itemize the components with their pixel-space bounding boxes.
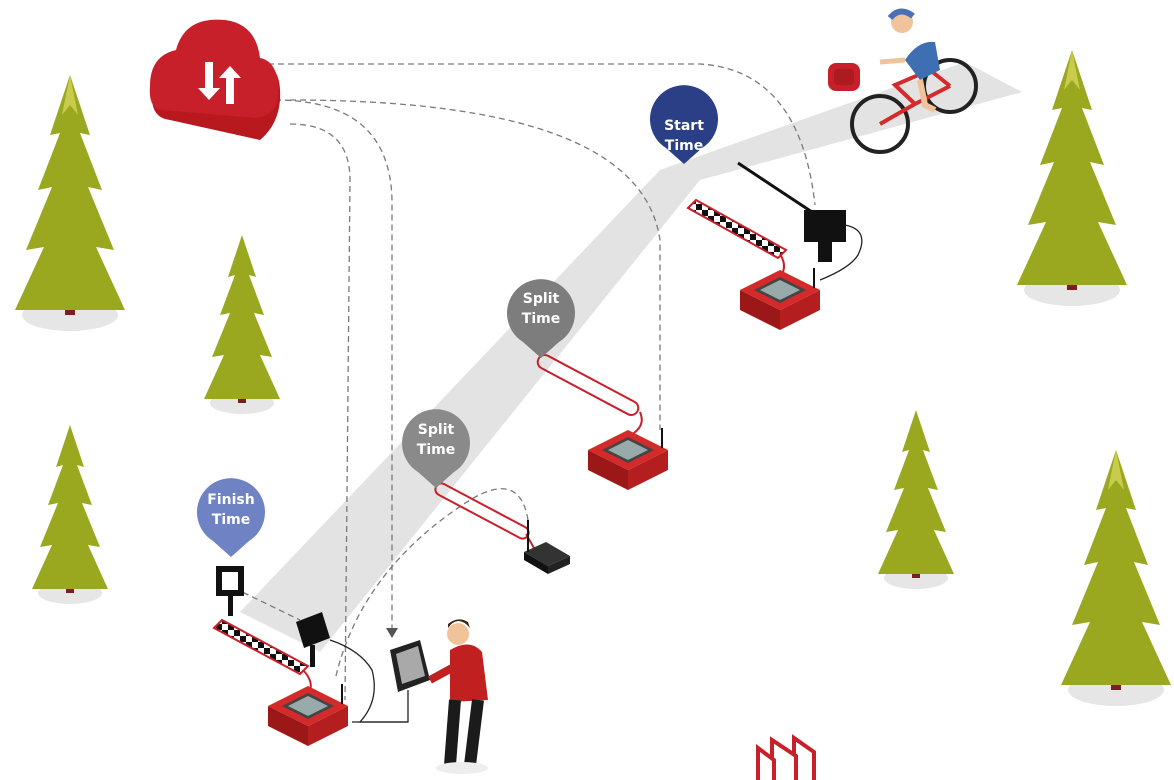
tree-icon	[878, 410, 954, 589]
transponder-tag-icon	[828, 63, 860, 91]
timer-device-finish	[267, 683, 349, 747]
tree-icon	[15, 75, 125, 331]
start-mat	[686, 198, 788, 260]
start-camera-icon	[737, 161, 863, 281]
timer-device-start	[739, 267, 821, 331]
start-marker-line1: Start	[664, 118, 704, 134]
split-loop-upper	[536, 353, 640, 417]
finish-mat	[212, 618, 310, 676]
split-upper-line1: Split	[523, 291, 560, 307]
operator-icon	[390, 619, 488, 774]
timer-device-split	[587, 427, 669, 491]
split-time-marker-lower: Split Time	[402, 409, 471, 488]
cyclist-icon	[850, 8, 978, 154]
cloud-cables	[233, 63, 816, 701]
finish-time-marker: Finish Time	[197, 478, 265, 557]
finish-reflector-icon	[216, 566, 244, 616]
tree-icon	[32, 425, 108, 604]
wireless-receiver-icon	[524, 520, 570, 574]
brand-logo-icon	[756, 734, 816, 780]
split-lower-line1: Split	[418, 422, 455, 438]
tree-icon	[1017, 50, 1127, 306]
finish-marker-line1: Finish	[207, 492, 254, 508]
finish-photocell-icon	[296, 612, 408, 723]
finish-marker-line2: Time	[212, 512, 250, 528]
split-lower-line2: Time	[417, 442, 455, 458]
track-path	[240, 62, 1022, 652]
tree-icon	[204, 235, 280, 414]
tree-icon	[1061, 450, 1171, 706]
cloud-sync-icon	[149, 19, 281, 140]
split-upper-line2: Time	[522, 311, 560, 327]
start-time-marker: Start Time	[650, 85, 719, 164]
start-marker-line2: Time	[665, 138, 703, 154]
split-time-marker-upper: Split Time	[507, 279, 575, 358]
